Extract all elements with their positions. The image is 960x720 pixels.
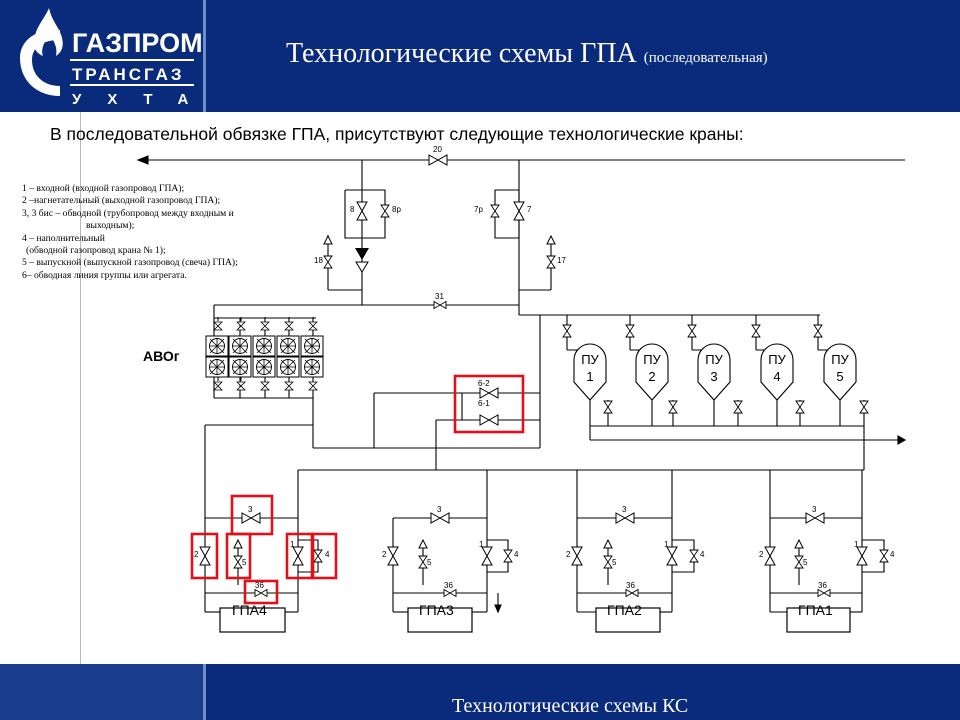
separator-label-number: 4 xyxy=(773,369,780,384)
valve-legend: 1 – входной (входной газопровод ГПА); 2 … xyxy=(22,183,308,282)
highlight-frames xyxy=(190,374,525,605)
title-main: Технологические схемы ГПА xyxy=(286,38,637,69)
logo-line2: ТРАНСГАЗ xyxy=(72,65,185,84)
separator-label-top: ПУ xyxy=(705,352,723,367)
footer-bar xyxy=(0,664,960,720)
separator-label-top: ПУ xyxy=(581,352,599,367)
separator-label-number: 5 xyxy=(836,369,843,384)
legend-item: (обводной газопровод крана № 1); xyxy=(26,245,166,257)
footer-left-panel xyxy=(0,664,206,720)
legend-item: 5 – выпускной (выпускной газопровод (све… xyxy=(22,257,238,269)
slide-heading: В последовательной обвязке ГПА, присутст… xyxy=(50,124,744,144)
logo-line3: УХТА xyxy=(72,91,203,108)
separator-label-top: ПУ xyxy=(768,352,786,367)
legend-item: 1 – входной (входной газопровод ГПА); xyxy=(22,183,185,194)
page-title: Технологические схемы ГПА (последователь… xyxy=(286,38,768,70)
legend-item: 6– обводная линия группы или агрегата. xyxy=(22,269,187,281)
separator-label-top: ПУ xyxy=(643,352,661,367)
logo-line1: ГАЗПРОМ xyxy=(72,28,203,58)
gazprom-flame-icon: ГАЗПРОМ ТРАНСГАЗ УХТА xyxy=(20,8,203,108)
legend-item: 4 – наполнительный xyxy=(22,232,105,244)
separator-label-top: ПУ xyxy=(831,352,849,367)
company-logo: ГАЗПРОМ ТРАНСГАЗ УХТА xyxy=(0,0,206,112)
legend-item: 3, 3 бис – обводной (трубопровод между в… xyxy=(22,207,234,219)
legend-item: 2 –нагнетательный (выходной газопровод Г… xyxy=(22,195,221,207)
title-subtitle: (последовательная) xyxy=(643,50,768,66)
footer-title: Технологические схемы КС xyxy=(452,695,689,717)
separator-label-number: 1 xyxy=(586,369,593,384)
separator-label-number: 3 xyxy=(710,369,717,384)
legend-item: выходным); xyxy=(86,220,135,232)
separator-label-number: 2 xyxy=(648,369,655,384)
